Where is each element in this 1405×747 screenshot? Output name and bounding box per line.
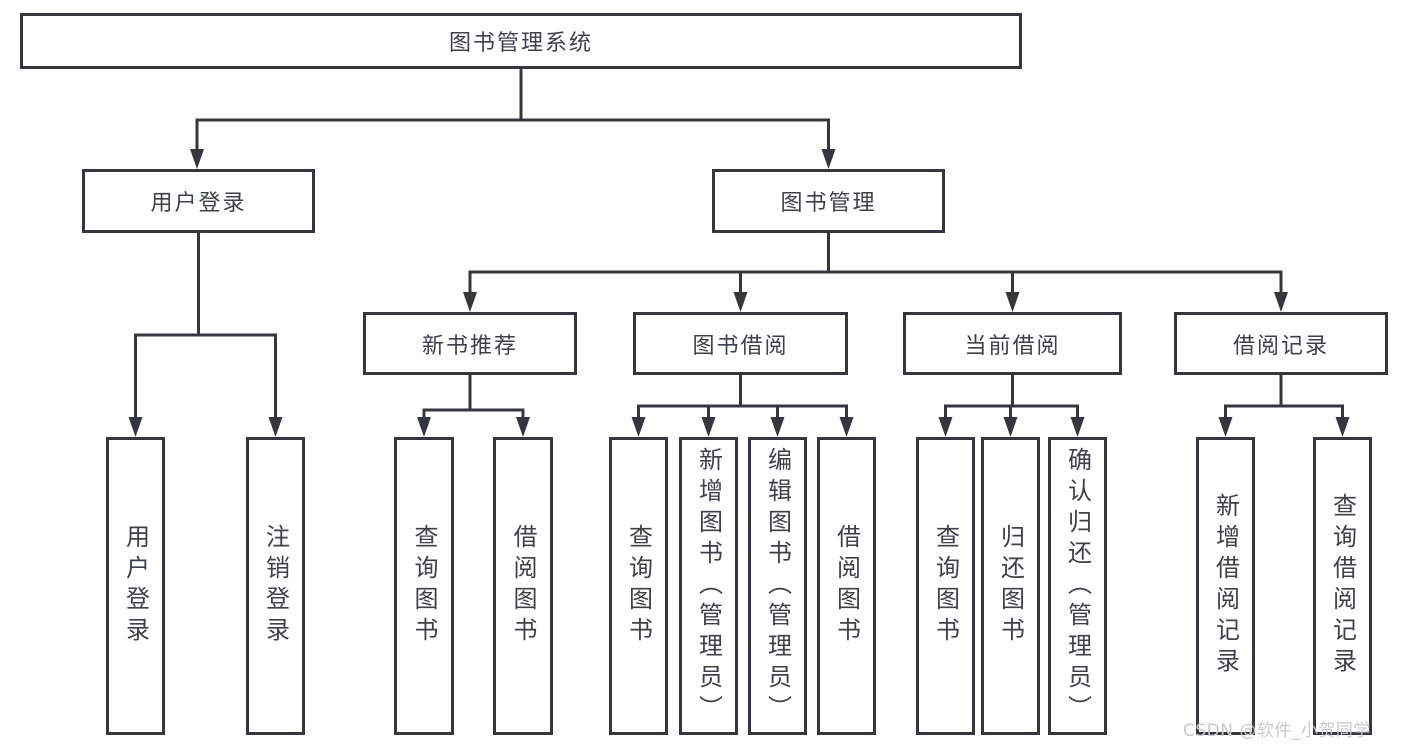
node-current-borrow: 当前借阅 xyxy=(903,312,1122,375)
node-label: 新增图书（管理员） xyxy=(694,446,723,726)
node-logout-leaf: 注销登录 xyxy=(246,437,305,735)
connector-book-borrow-branch xyxy=(631,375,854,437)
node-query-books-current: 查询图书 xyxy=(916,437,975,735)
node-user-login-leaf: 用户登录 xyxy=(106,437,165,735)
node-label: 查询图书 xyxy=(410,524,438,648)
node-label: 借阅图书 xyxy=(509,524,537,648)
node-label: 查询图书 xyxy=(624,524,653,648)
node-return-books: 归还图书 xyxy=(981,437,1040,735)
connector-borrow-records-branch xyxy=(1218,375,1350,437)
node-query-borrow-record: 查询借阅记录 xyxy=(1313,437,1372,735)
node-new-book-recommend: 新书推荐 xyxy=(363,312,577,375)
node-confirm-return-admin: 确认归还（管理员） xyxy=(1048,437,1107,735)
watermark: CSDN @软件_小贺同学 xyxy=(1183,721,1371,741)
node-label: 确认归还（管理员） xyxy=(1063,446,1092,726)
node-user-login: 用户登录 xyxy=(82,169,315,233)
node-label: 用户登录 xyxy=(121,524,150,648)
node-book-management: 图书管理 xyxy=(712,169,945,233)
node-root: 图书管理系统 xyxy=(20,13,1022,69)
connector-book-management-branch xyxy=(463,233,1288,312)
node-query-books-recommend: 查询图书 xyxy=(394,437,454,735)
node-borrow-records: 借阅记录 xyxy=(1174,312,1388,375)
node-label: 图书管理 xyxy=(780,191,877,216)
connector-user-login-branch xyxy=(128,233,283,437)
node-query-books-borrow: 查询图书 xyxy=(609,437,668,735)
node-label: 当前借阅 xyxy=(964,333,1061,359)
node-label: 图书借阅 xyxy=(692,333,789,359)
connector-root-to-level2 xyxy=(190,69,836,169)
node-add-borrow-record: 新增借阅记录 xyxy=(1196,437,1255,735)
connector-current-borrow-branch xyxy=(938,375,1085,437)
node-borrow-books-recommend: 借阅图书 xyxy=(493,437,553,735)
node-label: 注销登录 xyxy=(261,524,290,648)
node-label: 借阅图书 xyxy=(832,524,861,648)
node-label: 查询图书 xyxy=(931,524,960,648)
node-edit-books-admin: 编辑图书（管理员） xyxy=(748,437,807,735)
node-label: 借阅记录 xyxy=(1232,333,1329,359)
node-label: 编辑图书（管理员） xyxy=(763,446,792,726)
connector-new-book-branch xyxy=(417,375,530,437)
node-label: 归还图书 xyxy=(996,524,1025,648)
node-borrow-books-leaf: 借阅图书 xyxy=(817,437,876,735)
node-add-books-admin: 新增图书（管理员） xyxy=(679,437,738,735)
node-label: 查询借阅记录 xyxy=(1328,493,1357,679)
node-label: 新书推荐 xyxy=(421,333,518,359)
node-label: 图书管理系统 xyxy=(448,31,593,56)
node-label: 用户登录 xyxy=(150,191,247,216)
node-book-borrow: 图书借阅 xyxy=(633,312,848,375)
node-label: 新增借阅记录 xyxy=(1211,493,1240,679)
